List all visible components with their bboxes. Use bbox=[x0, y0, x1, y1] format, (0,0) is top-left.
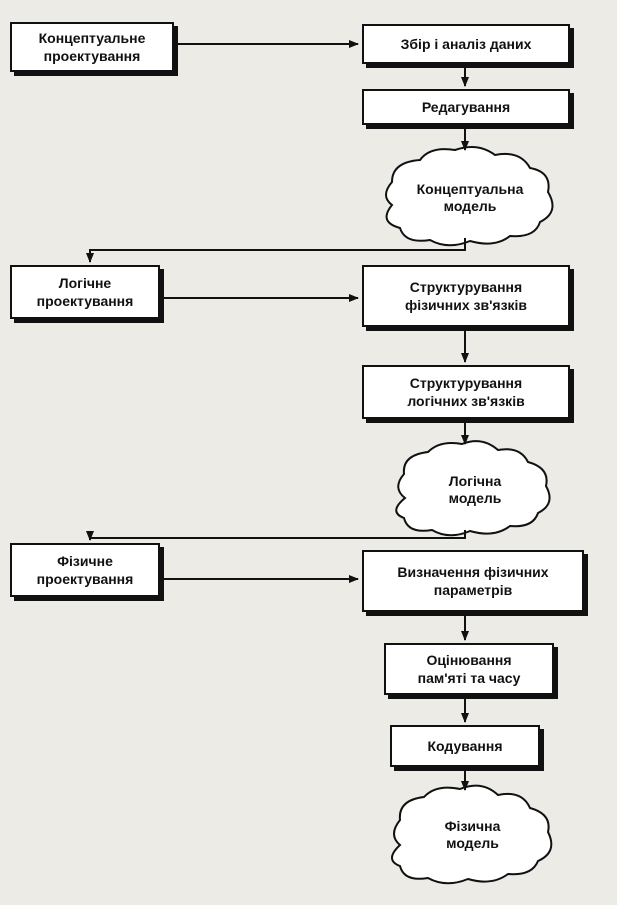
node-label: Фізичне проектування bbox=[36, 553, 134, 587]
node-label: Структурування фізичних зв'язків bbox=[404, 279, 528, 313]
node-physical-design: Фізичне проектування bbox=[10, 543, 160, 597]
node-editing: Редагування bbox=[362, 89, 570, 125]
cloud-label-physical-model: Фізична модель bbox=[444, 818, 501, 851]
arrow-logical-model-to-physical-design bbox=[89, 530, 466, 540]
node-label: Визначення фізичних параметрів bbox=[397, 564, 549, 598]
cloud-conceptual-model bbox=[385, 145, 554, 247]
cloud-logical-model bbox=[395, 440, 551, 537]
node-structuring-logical: Структурування логічних зв'язків bbox=[362, 365, 570, 419]
node-coding: Кодування bbox=[390, 725, 540, 767]
node-label: Структурування логічних зв'язків bbox=[407, 375, 525, 409]
node-conceptual-design: Концептуальне проектування bbox=[10, 22, 174, 72]
arrow-conceptual-model-to-logical-design bbox=[86, 238, 466, 263]
node-structuring-physical: Структурування фізичних зв'язків bbox=[362, 265, 570, 327]
node-label: Логічне проектування bbox=[36, 275, 134, 309]
node-label: Кодування bbox=[427, 738, 503, 754]
node-label: Концептуальне проектування bbox=[38, 30, 146, 64]
cloud-label-logical-model: Логічна модель bbox=[448, 473, 502, 506]
node-label: Редагування bbox=[421, 99, 511, 115]
node-physical-params: Визначення фізичних параметрів bbox=[362, 550, 584, 612]
cloud-physical-model bbox=[391, 784, 553, 885]
node-label: Збір і аналіз даних bbox=[400, 36, 532, 52]
node-logical-design: Логічне проектування bbox=[10, 265, 160, 319]
node-collection-analysis: Збір і аналіз даних bbox=[362, 24, 570, 64]
cloud-label-conceptual-model: Концептуальна модель bbox=[416, 181, 524, 214]
node-evaluation: Оцінювання пам'яті та часу bbox=[384, 643, 554, 695]
node-label: Оцінювання пам'яті та часу bbox=[417, 652, 521, 686]
